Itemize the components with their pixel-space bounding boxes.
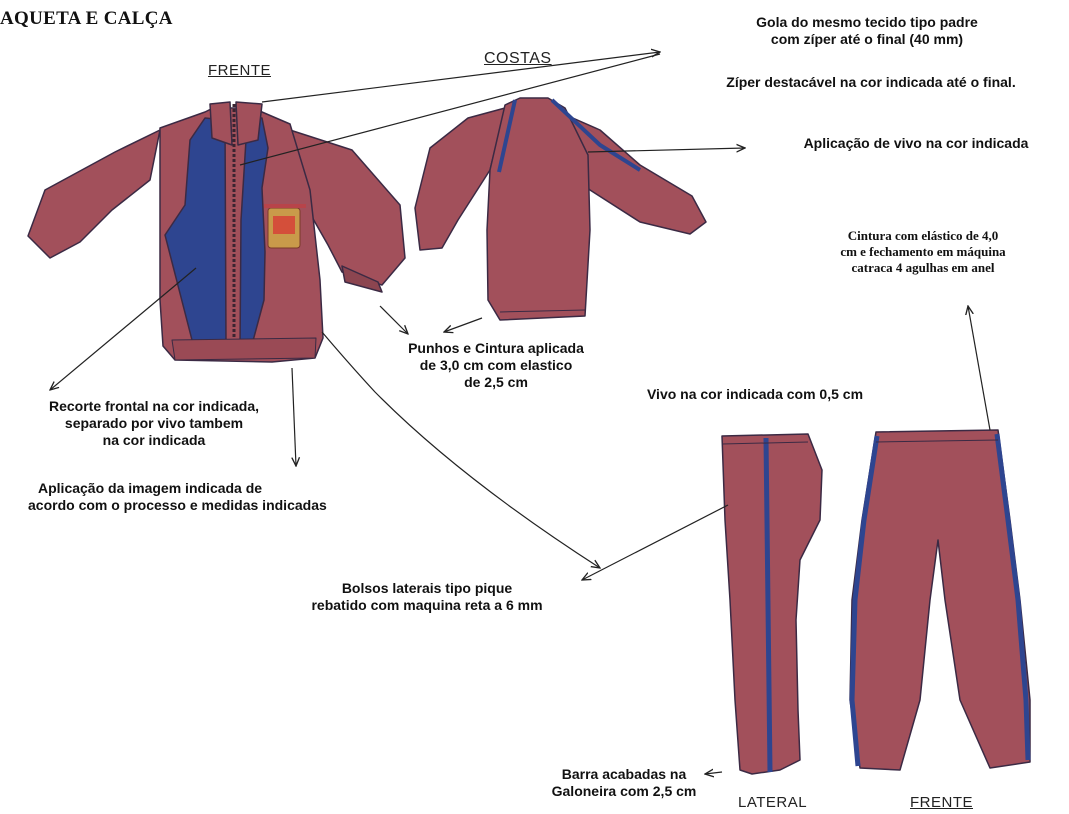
jacket-back-piping-right xyxy=(550,98,642,172)
annotation-hem-line-2: Galoneira com 2,5 cm xyxy=(551,783,697,799)
annotation-image-line-2: acordo com o processo e medidas indicada… xyxy=(28,497,327,513)
cuff-leader-1 xyxy=(379,305,408,334)
view-label-jacket-front: FRENTE xyxy=(208,62,271,79)
jacket-back-piping-left xyxy=(497,99,517,173)
jacket-front-right-panel xyxy=(239,117,269,353)
piping-leader xyxy=(587,148,745,152)
annotation-cuffs-line-3: de 2,5 cm xyxy=(464,374,528,390)
pants-side xyxy=(721,433,823,775)
annotation-pants-piping: Vivo na cor indicada com 0,5 cm xyxy=(646,386,864,402)
view-label-pants-front: FRENTE xyxy=(910,794,973,811)
image-leader xyxy=(292,367,296,466)
pants-front-stripe-right xyxy=(994,433,1031,761)
annotation-image-application: Aplicação da imagem indicada de acordo c… xyxy=(28,480,327,514)
annotation-front-cut-line-1: Recorte frontal na cor indicada, xyxy=(48,398,260,414)
annotation-cuffs-line-1: Punhos e Cintura aplicada xyxy=(408,340,584,356)
annotation-cuffs: Punhos e Cintura aplicada de 3,0 cm com … xyxy=(376,340,616,391)
pants-front-stripe-left xyxy=(849,435,880,767)
leader-lines xyxy=(50,52,991,774)
annotation-front-cut: Recorte frontal na cor indicada, separad… xyxy=(8,398,300,449)
annotation-collar-line-2: com zíper até o final (40 mm) xyxy=(770,31,964,47)
annotation-piping: Aplicação de vivo na cor indicada xyxy=(803,135,1029,151)
page-title: AQUETA E CALÇA xyxy=(0,8,173,29)
annotation-zipper: Zíper destacável na cor indicada até o f… xyxy=(726,74,1016,90)
jacket-front xyxy=(27,101,406,363)
annotation-waist-line-2: cm e fechamento em máquina xyxy=(840,244,1006,259)
cuff-leader-2 xyxy=(444,317,483,332)
annotation-pockets-line-2: rebatido com maquina reta a 6 mm xyxy=(311,597,543,613)
annotation-collar-line-1: Gola do mesmo tecido tipo padre xyxy=(756,14,978,30)
pants-side-stripe xyxy=(763,437,773,773)
annotation-pockets: Bolsos laterais tipo pique rebatido com … xyxy=(266,580,588,614)
pockets-curve-leader xyxy=(321,331,600,568)
annotation-image-line-1: Aplicação da imagem indicada de xyxy=(38,480,263,496)
jacket-back xyxy=(414,97,707,321)
jacket-front-collar xyxy=(209,101,233,146)
annotation-cuffs-line-2: de 3,0 cm com elastico xyxy=(419,357,573,373)
annotation-hem: Barra acabadas na Galoneira com 2,5 cm xyxy=(540,766,708,800)
hem-leader xyxy=(705,772,723,774)
annotation-hem-line-1: Barra acabadas na xyxy=(561,766,687,782)
annotation-waist: Cintura com elástico de 4,0 cm e fechame… xyxy=(808,228,1038,276)
annotation-front-cut-line-3: na cor indicada xyxy=(102,432,206,448)
jacket-back-body xyxy=(486,97,591,321)
jacket-back-left-sleeve xyxy=(414,107,506,251)
waist-leader xyxy=(968,306,991,431)
collar-leader-1 xyxy=(261,52,660,103)
pockets-leader-2 xyxy=(582,504,729,580)
annotation-pockets-line-1: Bolsos laterais tipo pique xyxy=(341,580,513,596)
jacket-front-left-sleeve xyxy=(27,129,161,259)
annotation-front-cut-line-2: separado por vivo tambem xyxy=(64,415,244,431)
jacket-front-right-cuff xyxy=(341,265,383,293)
annotation-waist-line-1: Cintura com elástico de 4,0 xyxy=(847,228,999,243)
front-cut-leader xyxy=(50,267,197,390)
annotation-waist-line-3: catraca 4 agulhas em anel xyxy=(851,260,995,275)
collar-leader-2 xyxy=(239,53,661,166)
view-label-jacket-back: COSTAS xyxy=(484,50,552,67)
pants-front xyxy=(849,429,1031,771)
view-label-pants-side: LATERAL xyxy=(738,794,808,811)
annotation-collar: Gola do mesmo tecido tipo padre com zípe… xyxy=(732,14,1002,48)
